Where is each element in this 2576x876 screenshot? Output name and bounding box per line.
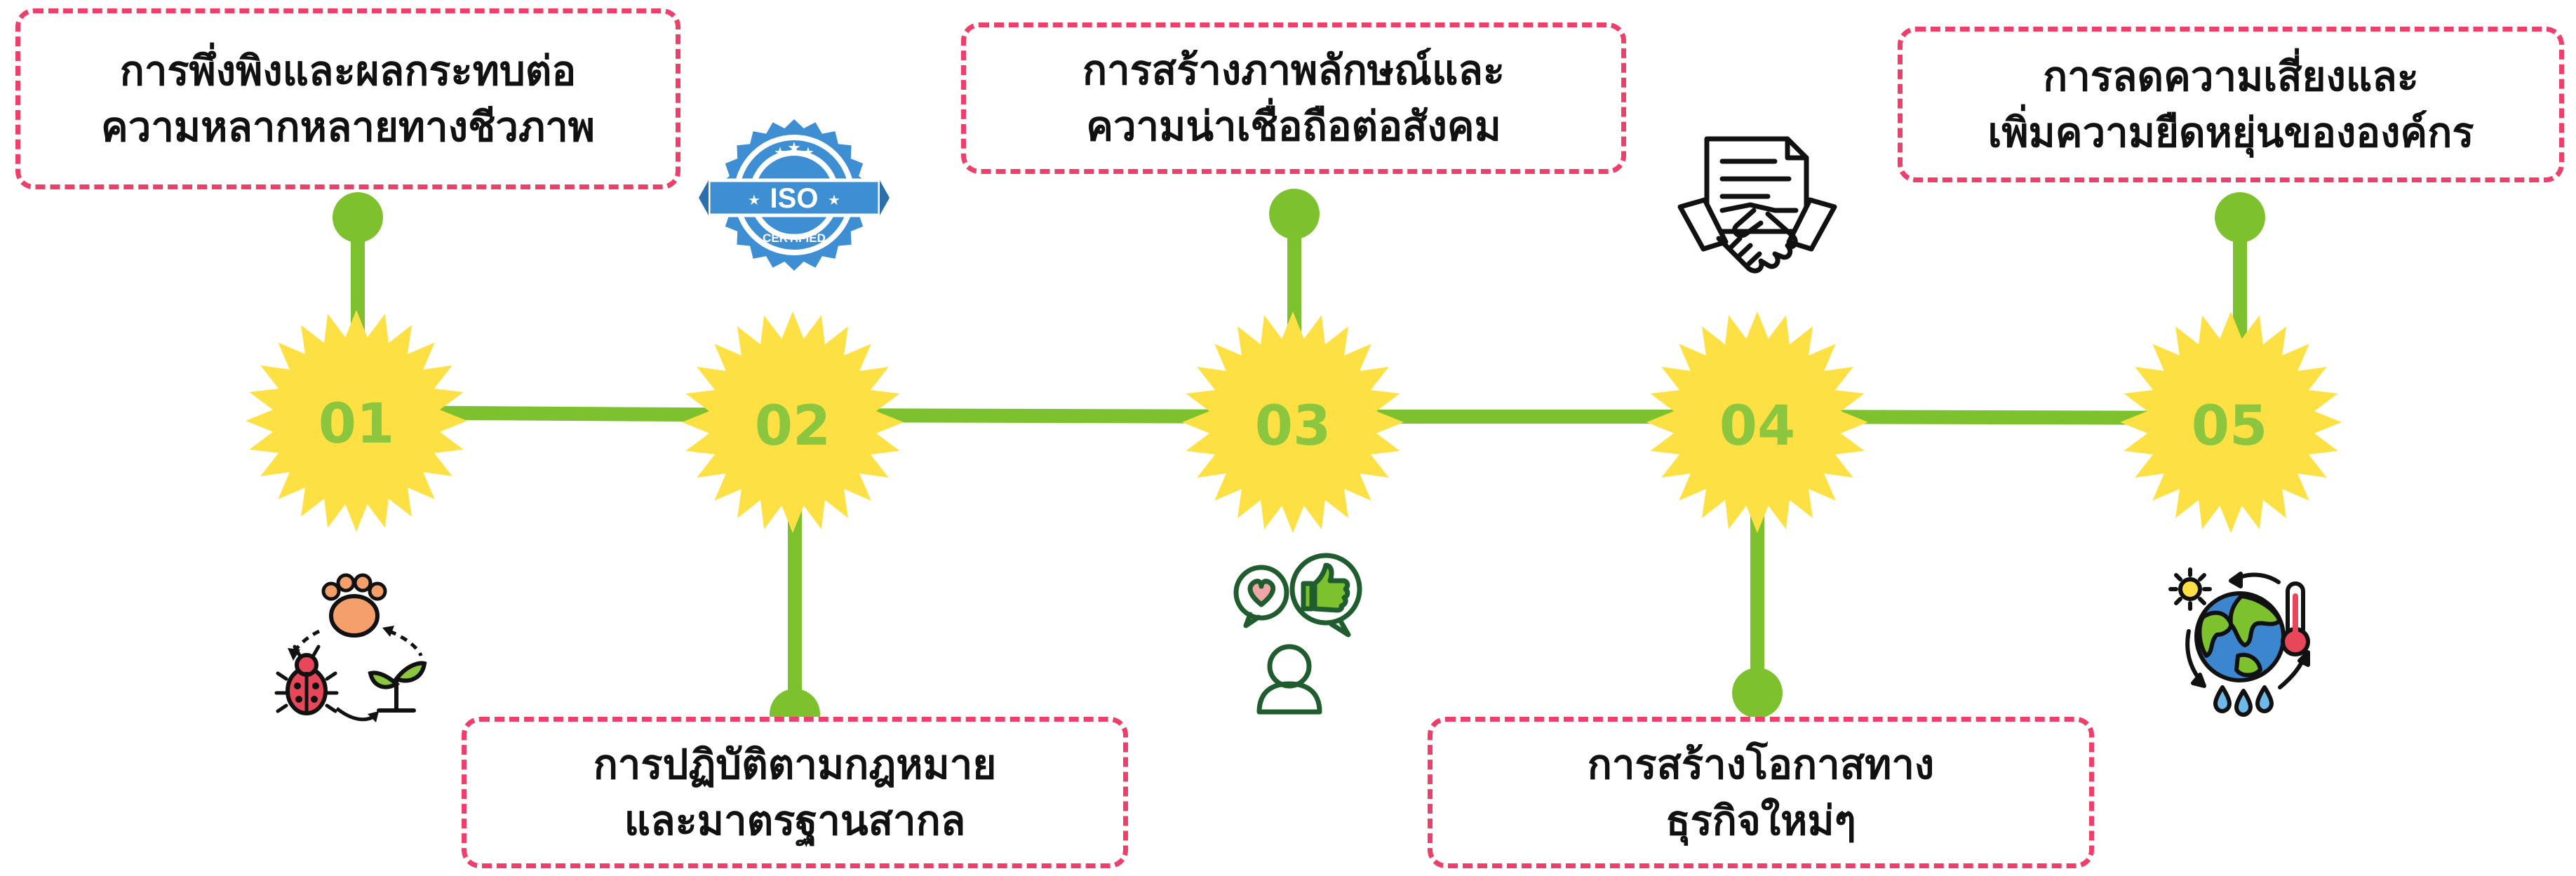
svg-text:★: ★ — [748, 191, 760, 208]
dot-03 — [1269, 189, 1320, 239]
svg-text:★: ★ — [828, 191, 840, 208]
dot-04 — [1732, 668, 1783, 718]
step-number-04: 04 — [1719, 395, 1796, 458]
svg-text:★: ★ — [802, 144, 814, 161]
step-03-line-2: ความน่าเชื่อถือต่อสังคม — [1086, 102, 1501, 150]
step-01-line-2: ความหลากหลายทางชีวภาพ — [100, 103, 596, 151]
starburst-04 — [1646, 311, 1868, 533]
dots — [333, 189, 2265, 739]
step-03-line-1: การสร้างภาพลักษณ์และ — [1082, 46, 1505, 94]
step-number-01: 01 — [318, 393, 395, 456]
climate-earth-icon — [2168, 567, 2310, 717]
starburst-05 — [2120, 311, 2342, 533]
step-box-02: การปฏิบัติตามกฎหมาย และมาตรฐานสากล — [462, 717, 1128, 868]
iso-certified-badge-icon: ★ ★ ★ ISO ★ ★ CERTIFIED — [699, 119, 890, 271]
step-04-line-2: ธุรกิจใหม่ๆ — [1665, 797, 1856, 844]
step-number-03: 03 — [1255, 395, 1331, 458]
step-04-line-1: การสร้างโอกาสทาง — [1587, 740, 1935, 788]
step-number-02: 02 — [755, 395, 831, 458]
step-01-line-1: การพึ่งพิงและผลกระทบต่อ — [119, 46, 577, 95]
step-box-04: การสร้างโอกาสทาง ธุรกิจใหม่ๆ — [1428, 717, 2094, 868]
biodiversity-cycle-icon — [274, 573, 427, 722]
starburst-03 — [1182, 311, 1404, 533]
step-02-line-1: การปฏิบัติตามกฎหมาย — [593, 740, 997, 788]
iso-label: ISO — [770, 183, 819, 214]
step-box-05: การลดความเสี่ยงและ เพิ่มความยืดหยุ่นของอ… — [1898, 27, 2564, 182]
social-trust-icon — [1233, 553, 1362, 715]
starburst-02 — [682, 311, 904, 533]
dot-05 — [2215, 192, 2265, 243]
certified-label: CERTIFIED — [763, 231, 826, 245]
svg-text:★: ★ — [787, 140, 801, 157]
dot-01 — [333, 192, 383, 243]
step-box-01: การพึ่งพิงและผลกระทบต่อ ความหลากหลายทางช… — [15, 8, 680, 189]
step-05-line-1: การลดความเสี่ยงและ — [2043, 52, 2419, 100]
handshake-contract-icon — [1677, 136, 1837, 274]
svg-text:★: ★ — [774, 144, 786, 161]
step-number-05: 05 — [2192, 395, 2268, 458]
step-02-line-2: และมาตรฐานสากล — [624, 797, 966, 844]
step-box-03: การสร้างภาพลักษณ์และ ความน่าเชื่อถือต่อส… — [961, 22, 1626, 174]
step-05-line-2: เพิ่มความยืดหยุ่นขององค์กร — [1987, 109, 2474, 156]
starburst-01 — [246, 310, 467, 532]
